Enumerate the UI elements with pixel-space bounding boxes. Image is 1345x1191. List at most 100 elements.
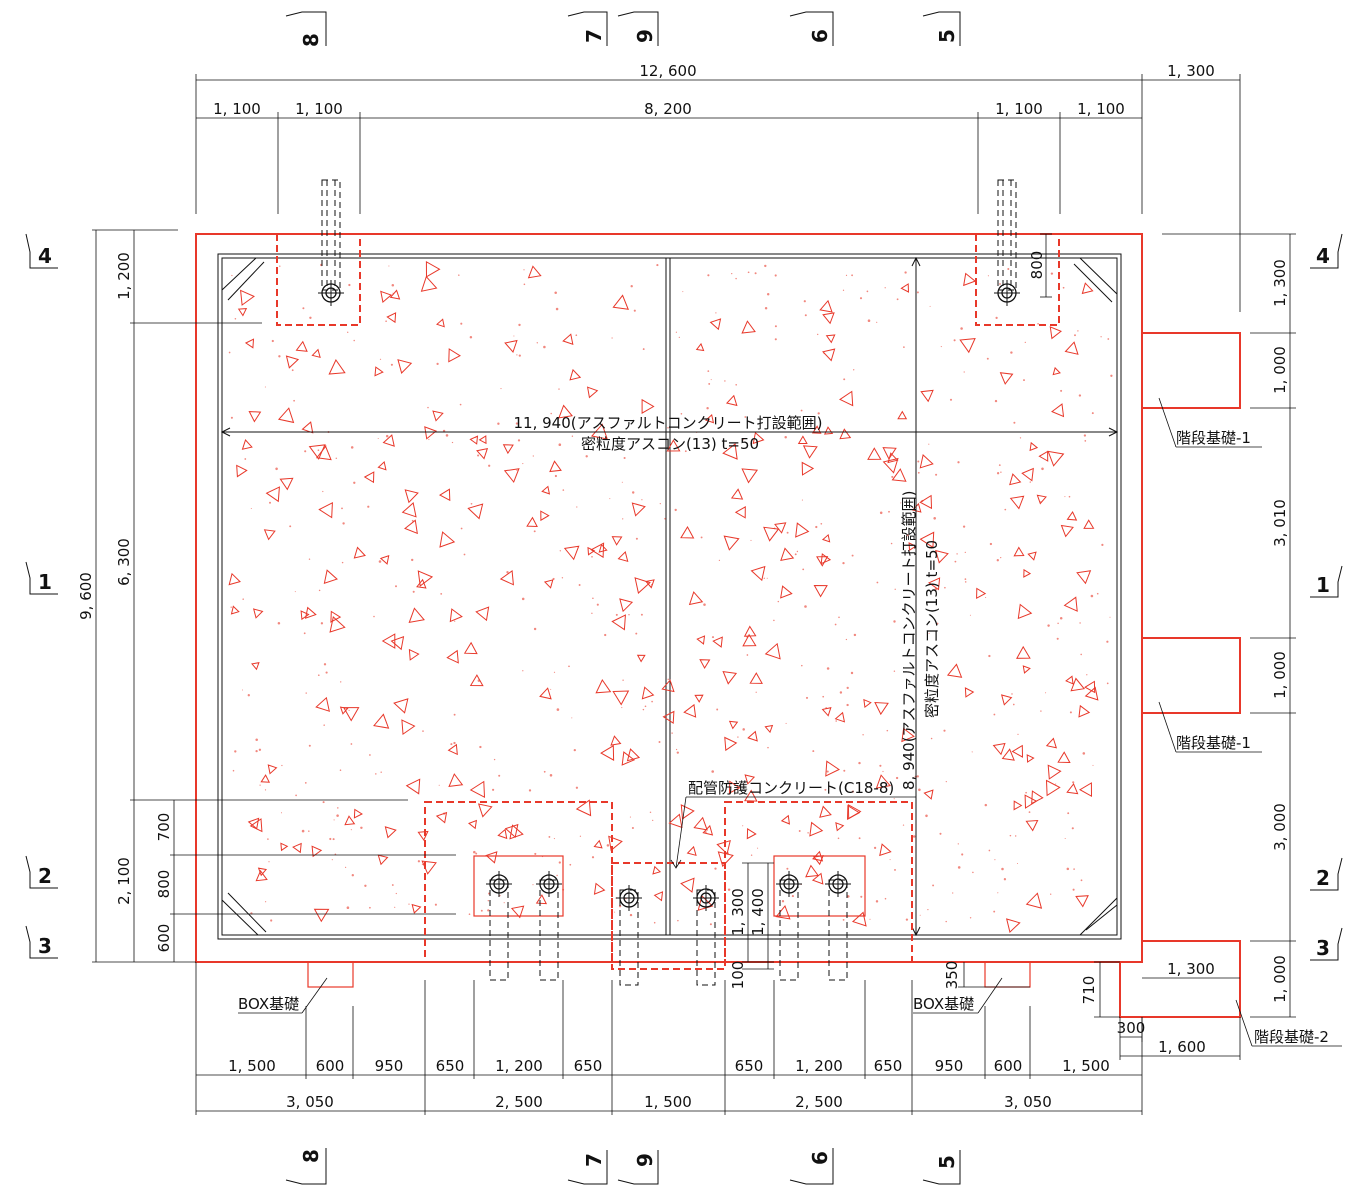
aggregate-mark (747, 730, 758, 742)
aggregate-dot (858, 837, 861, 840)
aggregate-mark (882, 447, 897, 460)
aggregate-mark (469, 780, 486, 799)
corner-chamfers (221, 257, 1118, 936)
aggregate-dot (763, 577, 765, 579)
aggregate-dot (621, 481, 623, 483)
aggregate-dot (392, 292, 394, 294)
aggregate-dot (459, 403, 462, 406)
aggregate-dot (241, 689, 244, 691)
aggregate-mark (380, 290, 393, 304)
aggregate-mark (504, 823, 519, 839)
aggregate-dot (344, 866, 347, 869)
aggregate-dot (303, 632, 306, 635)
aggregate-dot (653, 921, 656, 924)
aggregate-dot (919, 914, 921, 916)
dim-bottom-9: 650 (874, 1057, 903, 1075)
aggregate-dot (308, 830, 310, 832)
aggregate-dot (894, 588, 896, 590)
aggregate-dot (862, 734, 864, 736)
aggregate-dot (305, 692, 307, 694)
aggregate-mark (497, 828, 508, 840)
aggregate-dot (271, 339, 274, 343)
aggregate-dot (434, 903, 437, 906)
aggregate-dot (1110, 374, 1113, 377)
aggregate-mark (598, 543, 608, 553)
aggregate-dot (904, 271, 907, 274)
aggregate-mark (863, 698, 872, 709)
aggregate-dot (523, 283, 526, 286)
aggregate-dot (708, 382, 711, 385)
aggregate-mark (425, 260, 441, 278)
asphalt-h-label-1: 11, 940(アスファルトコンクリート打設範囲) (514, 414, 823, 432)
slab-inner-edges (217, 253, 1122, 940)
dim-bottom-4: 650 (436, 1057, 465, 1075)
aggregate-dot (884, 287, 886, 289)
aggregate-dot (812, 750, 815, 753)
aggregate-dot (939, 832, 942, 835)
aggregate-dot (506, 571, 509, 574)
dim-bottom-11: 600 (994, 1057, 1023, 1075)
aggregate-dot (417, 860, 421, 863)
aggregate-dot (742, 728, 745, 731)
aggregate-dot (667, 678, 669, 681)
dim-stair2-300: 300 (1117, 1019, 1146, 1037)
aggregate-mark (992, 742, 1006, 756)
aggregate-dot (548, 835, 551, 838)
aggregate-mark (339, 706, 349, 715)
aggregate-mark (821, 533, 831, 543)
aggregate-mark (540, 510, 550, 522)
pipe-symbol (693, 885, 719, 911)
aggregate-dot (318, 589, 321, 592)
aggregate-mark (252, 608, 264, 619)
aggregate-dot (517, 439, 521, 442)
aggregate-dot (1109, 616, 1111, 618)
dim-bottom-12: 1, 500 (1062, 1057, 1110, 1075)
aggregate-dot (971, 751, 973, 753)
aggregate-mark (1021, 467, 1034, 482)
aggregate-dot (264, 386, 266, 388)
aggregate-dot (754, 272, 757, 275)
aggregate-mark (819, 299, 833, 313)
aggregate-mark (1051, 403, 1065, 418)
aggregate-dot (823, 352, 826, 355)
box-foundation-right-label: BOX基礎 (913, 995, 974, 1013)
aggregate-mark (780, 585, 793, 599)
aggregate-mark (1063, 596, 1078, 612)
aggregate-mark (1060, 524, 1074, 538)
aggregate-mark (702, 824, 714, 836)
dim-bottom-total-2: 2, 500 (495, 1093, 543, 1111)
aggregate-dot (957, 843, 959, 845)
aggregate-dot (234, 317, 237, 320)
aggregate-dot (917, 471, 920, 474)
aggregate-dot (664, 517, 666, 520)
aggregate-mark (417, 570, 434, 587)
aggregate-dot (802, 568, 805, 571)
aggregate-mark (722, 443, 738, 460)
aggregate-dot (882, 770, 884, 773)
aggregate-dot (943, 729, 946, 732)
dim-stair2-1600: 1, 600 (1158, 1038, 1206, 1056)
aggregate-mark (1049, 326, 1062, 340)
aggregate-mark (304, 606, 317, 619)
aggregate-dot (596, 603, 599, 606)
aggregate-dot (845, 638, 848, 641)
aggregate-dot (1064, 496, 1066, 498)
aggregate-dot (347, 331, 349, 333)
stair-foundation-1b-outline (1141, 637, 1241, 714)
aggregate-mark (230, 605, 240, 615)
aggregate-dot (571, 717, 573, 719)
aggregate-dot (710, 379, 712, 381)
aggregate-mark (645, 579, 655, 589)
aggregate-dot (735, 277, 737, 280)
aggregate-mark (680, 877, 695, 893)
aggregate-mark (728, 780, 741, 794)
aggregate-dot (559, 550, 561, 552)
aggregate-mark (946, 663, 963, 678)
aggregate-dot (773, 619, 775, 622)
aggregate-mark (251, 662, 260, 671)
aggregate-dot (945, 920, 947, 923)
aggregate-mark (680, 804, 695, 820)
aggregate-dot (331, 859, 333, 861)
aggregate-dot (575, 786, 579, 789)
aggregate-dot (304, 782, 307, 784)
